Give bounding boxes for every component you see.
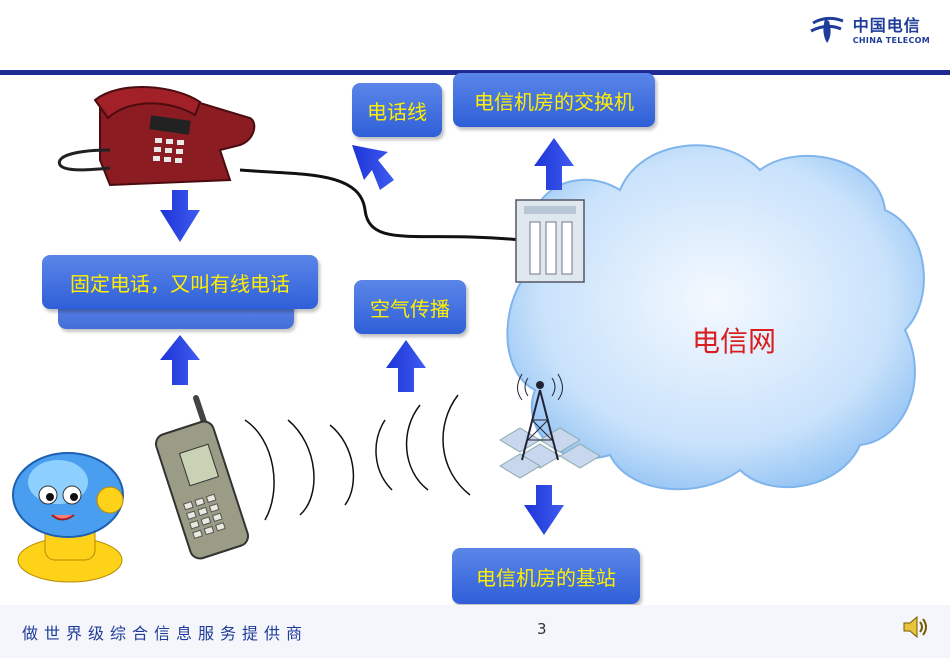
- signal-waves: [244, 394, 471, 521]
- header-divider: [0, 70, 950, 75]
- arrow-exchange-up: [534, 138, 574, 190]
- label-base-station: 电信机房的基站: [452, 548, 640, 604]
- label-phone-line: 电话线: [352, 83, 442, 137]
- arrow-basestation-down: [524, 485, 564, 535]
- arrow-mobile-up: [160, 335, 200, 385]
- arrow-phone-down: [160, 190, 200, 242]
- china-telecom-logo-icon: [810, 16, 844, 43]
- footer-bar: [0, 605, 950, 658]
- label-exchange: 电信机房的交换机: [453, 73, 655, 127]
- logo-chinese-text: 中国电信: [852, 16, 921, 35]
- label-telecom-network: 电信网: [692, 325, 777, 358]
- arrow-air-up: [386, 340, 426, 392]
- telephone-icon: [57, 86, 256, 187]
- speaker-icon[interactable]: [902, 614, 930, 640]
- page-number: 3: [537, 620, 547, 638]
- footer-slogan: 做世界级综合信息服务提供商: [22, 624, 309, 643]
- arrow-cable-up: [352, 145, 394, 190]
- china-telecom-logo: 中国电信 CHINA TELECOM: [807, 12, 930, 45]
- server-icon: [515, 199, 585, 283]
- antenna-tower-icon: [499, 373, 601, 479]
- label-air-transmission: 空气传播: [354, 280, 466, 334]
- phone-cable: [239, 168, 521, 242]
- logo-english-text: CHINA TELECOM: [852, 36, 930, 45]
- mobile-phone-icon: [154, 395, 250, 560]
- mascot-icon: [12, 452, 124, 583]
- label-fixed-phone: 固定电话，又叫有线电话: [42, 255, 318, 309]
